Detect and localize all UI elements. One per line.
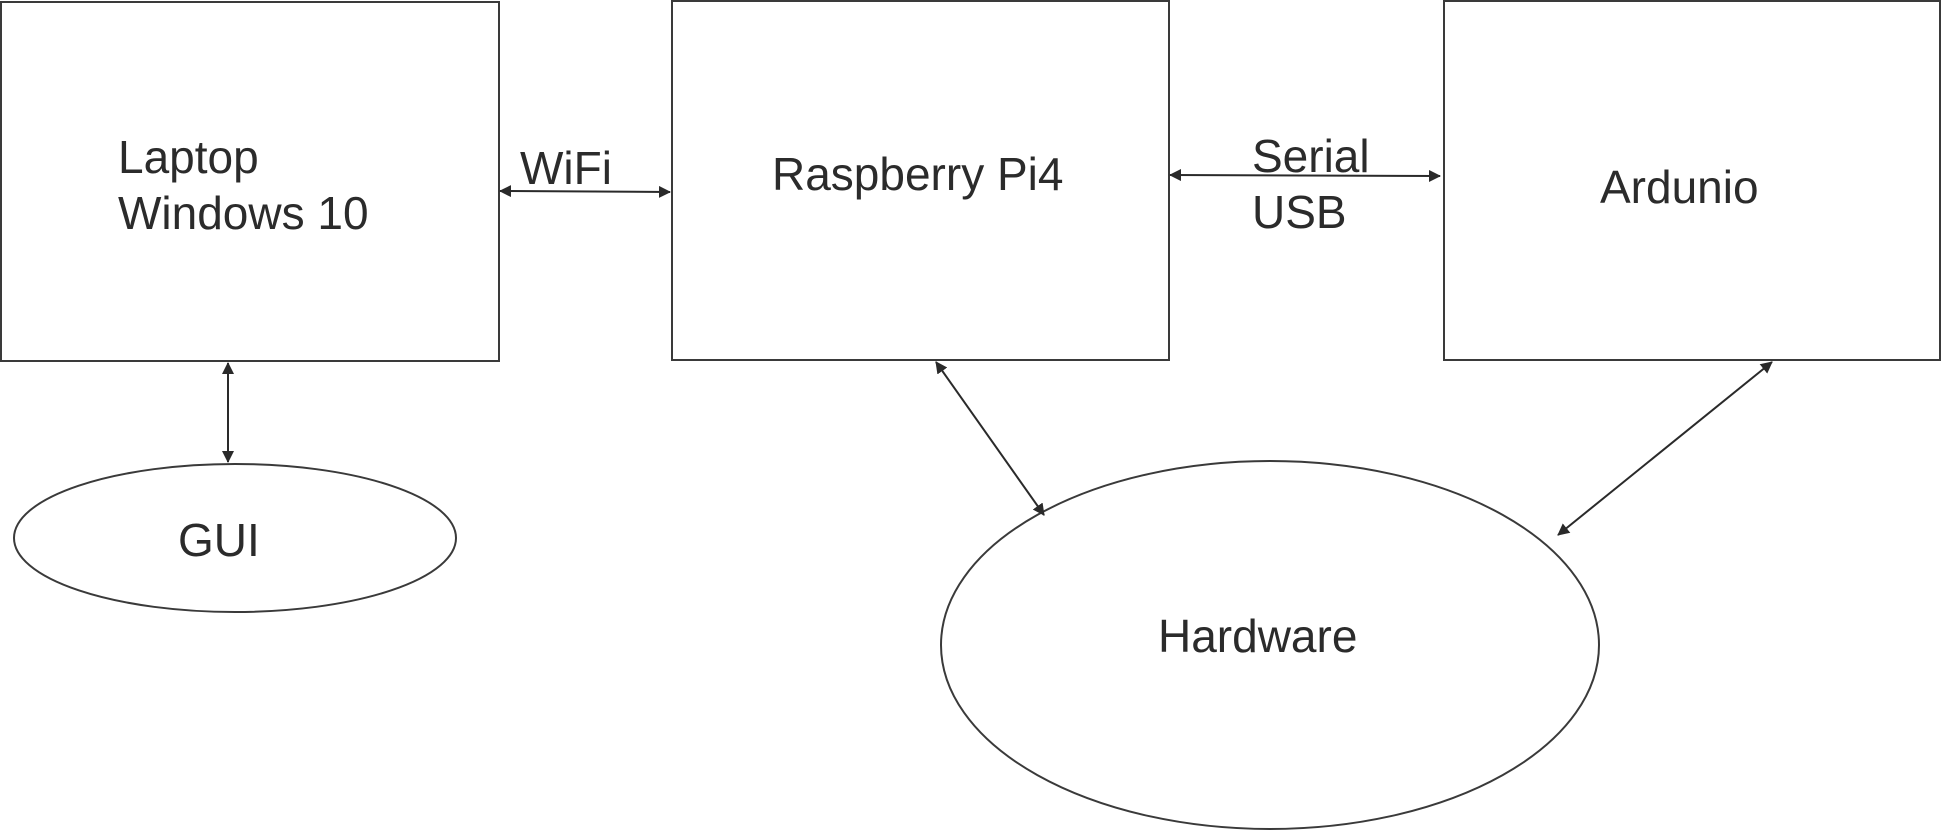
laptop-label-line-1: Laptop [118,131,259,183]
serial-usb-label: Serial USB [1252,130,1382,238]
raspberry-pi-box [671,0,1170,361]
serial-usb-label-line-2: USB [1252,186,1347,238]
gui-ellipse [13,463,457,613]
hardware-ellipse [940,460,1600,830]
laptop-label-line-2: Windows 10 [118,187,369,239]
serial-usb-label-line-1: Serial [1252,130,1370,182]
hardware-label: Hardware [1158,610,1357,662]
arduino-hardware-connector [1557,361,1773,536]
wifi-connector [499,185,671,198]
laptop-box [0,1,500,362]
raspberry-hardware-connector [935,361,1045,516]
arduino-label: Ardunio [1600,161,1759,213]
gui-label: GUI [178,514,260,566]
laptop-label: Laptop Windows 10 [118,131,369,239]
raspberry-pi-label: Raspberry Pi4 [772,148,1063,200]
wifi-label: WiFi [520,142,612,194]
serial-usb-connector [1169,169,1441,182]
arduino-box [1443,0,1941,361]
